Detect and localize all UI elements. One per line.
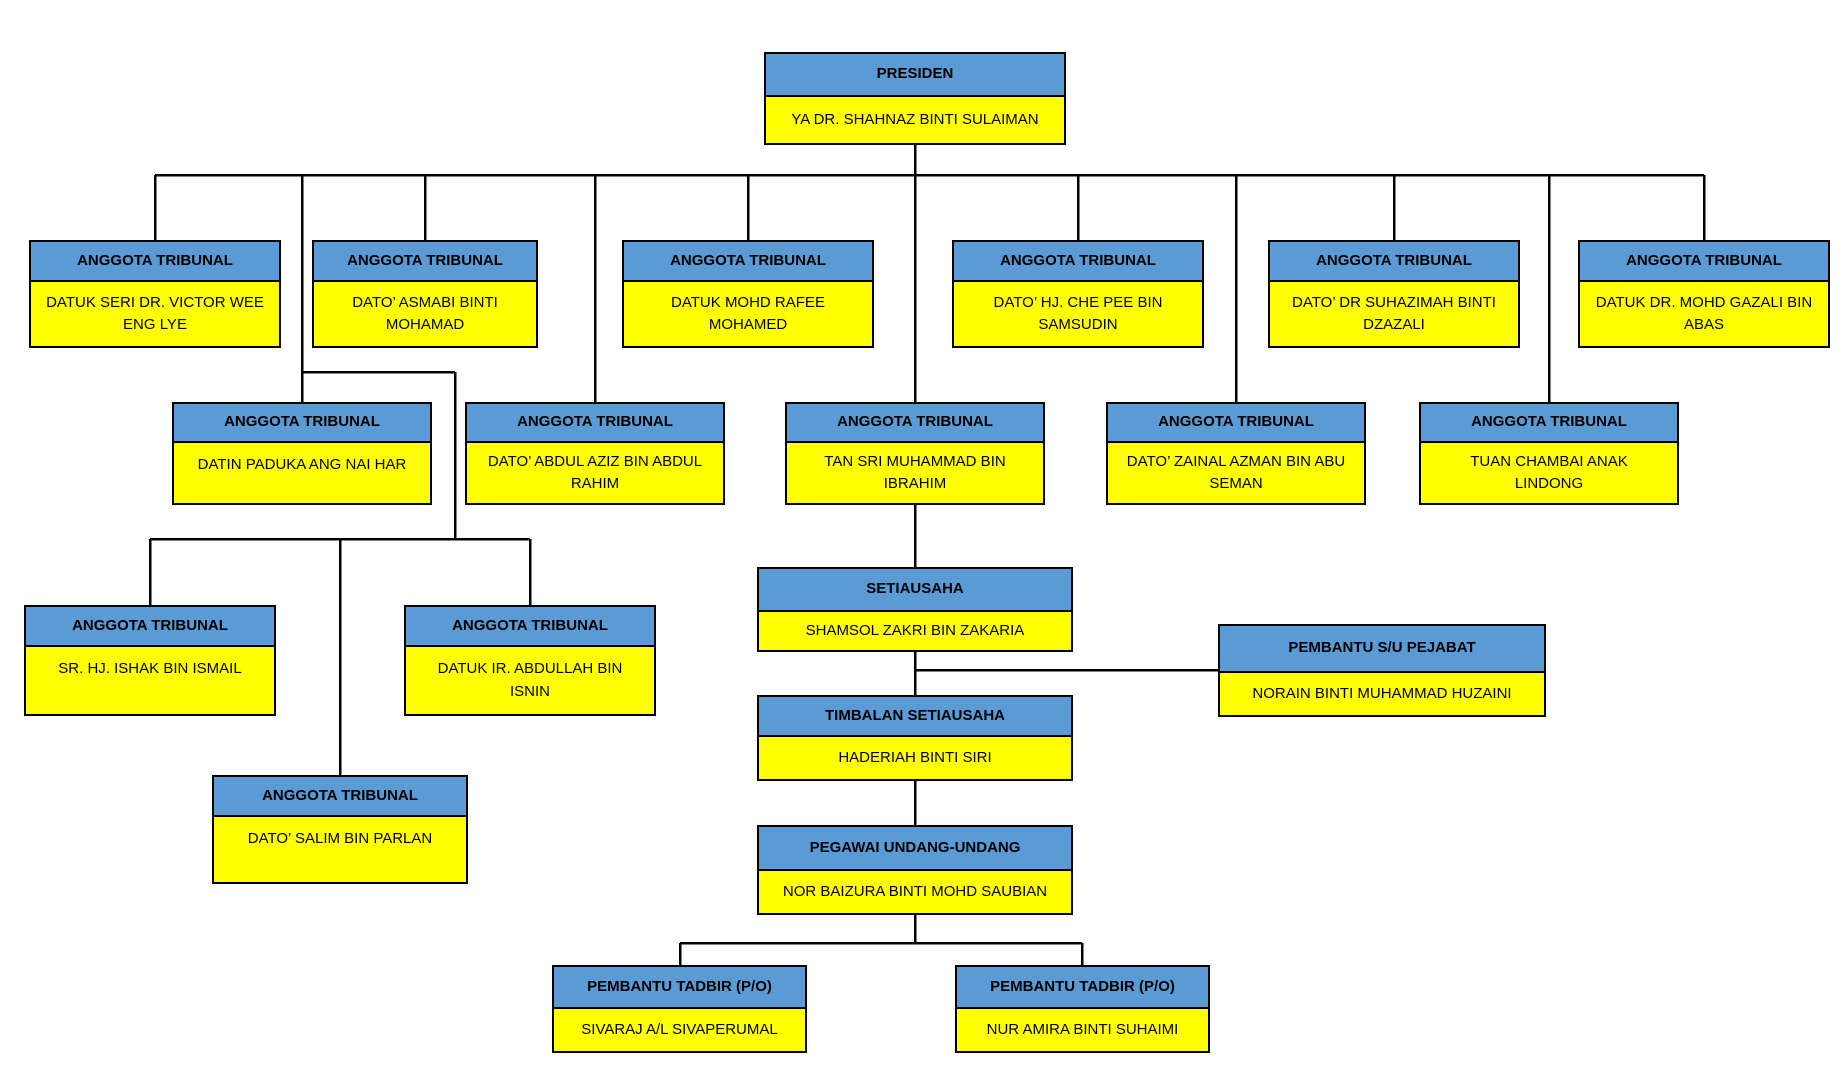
- role-label: ANGGOTA TRIBUNAL: [624, 242, 872, 282]
- person-name: DATUK DR. MOHD GAZALI BIN ABAS: [1580, 282, 1828, 346]
- org-box-anggota-r1-4: ANGGOTA TRIBUNAL DATO’ HJ. CHE PEE BIN S…: [952, 240, 1204, 348]
- org-box-pembantu-tadbir-1: PEMBANTU TADBIR (P/O) SIVARAJ A/L SIVAPE…: [552, 965, 807, 1053]
- org-box-anggota-r3-2: ANGGOTA TRIBUNAL DATUK IR. ABDULLAH BIN …: [404, 605, 656, 716]
- connector-top-bus: [153, 145, 1706, 402]
- person-name: HADERIAH BINTI SIRI: [759, 737, 1071, 779]
- person-name: SR. HJ. ISHAK BIN ISMAIL: [26, 647, 274, 714]
- org-box-pegawai-undang-undang: PEGAWAI UNDANG-UNDANG NOR BAIZURA BINTI …: [757, 825, 1073, 915]
- person-name: SIVARAJ A/L SIVAPERUMAL: [554, 1009, 805, 1051]
- person-name: TAN SRI MUHAMMAD BIN IBRAHIM: [787, 443, 1043, 503]
- role-label: ANGGOTA TRIBUNAL: [31, 242, 279, 282]
- person-name: NORAIN BINTI MUHAMMAD HUZAINI: [1220, 673, 1544, 715]
- org-box-pembantu-tadbir-2: PEMBANTU TADBIR (P/O) NUR AMIRA BINTI SU…: [955, 965, 1210, 1053]
- person-name: DATO’ HJ. CHE PEE BIN SAMSUDIN: [954, 282, 1202, 346]
- org-box-anggota-r1-6: ANGGOTA TRIBUNAL DATUK DR. MOHD GAZALI B…: [1578, 240, 1830, 348]
- org-box-anggota-r1-1: ANGGOTA TRIBUNAL DATUK SERI DR. VICTOR W…: [29, 240, 281, 348]
- person-name: DATO’ DR SUHAZIMAH BINTI DZAZALI: [1270, 282, 1518, 346]
- org-box-anggota-r4-1: ANGGOTA TRIBUNAL DATO’ SALIM BIN PARLAN: [212, 775, 468, 884]
- role-label: SETIAUSAHA: [759, 569, 1071, 612]
- org-box-anggota-r2-1: ANGGOTA TRIBUNAL DATIN PADUKA ANG NAI HA…: [172, 402, 432, 505]
- role-label: ANGGOTA TRIBUNAL: [787, 404, 1043, 443]
- person-name: DATUK IR. ABDULLAH BIN ISNIN: [406, 647, 654, 714]
- org-box-anggota-r2-4: ANGGOTA TRIBUNAL DATO’ ZAINAL AZMAN BIN …: [1106, 402, 1366, 505]
- person-name: NUR AMIRA BINTI SUHAIMI: [957, 1009, 1208, 1051]
- role-label: ANGGOTA TRIBUNAL: [406, 607, 654, 647]
- org-box-anggota-r2-2: ANGGOTA TRIBUNAL DATO’ ABDUL AZIZ BIN AB…: [465, 402, 725, 505]
- person-name: TUAN CHAMBAI ANAK LINDONG: [1421, 443, 1677, 503]
- person-name: YA DR. SHAHNAZ BINTI SULAIMAN: [766, 97, 1064, 143]
- role-label: ANGGOTA TRIBUNAL: [1421, 404, 1677, 443]
- role-label: ANGGOTA TRIBUNAL: [174, 404, 430, 443]
- org-box-anggota-r1-2: ANGGOTA TRIBUNAL DATO’ ASMABI BINTI MOHA…: [312, 240, 538, 348]
- role-label: ANGGOTA TRIBUNAL: [1108, 404, 1364, 443]
- role-label: PEMBANTU TADBIR (P/O): [957, 967, 1208, 1009]
- person-name: DATUK MOHD RAFEE MOHAMED: [624, 282, 872, 346]
- role-label: TIMBALAN SETIAUSAHA: [759, 697, 1071, 737]
- org-box-timbalan-setiausaha: TIMBALAN SETIAUSAHA HADERIAH BINTI SIRI: [757, 695, 1073, 781]
- org-box-anggota-r3-1: ANGGOTA TRIBUNAL SR. HJ. ISHAK BIN ISMAI…: [24, 605, 276, 716]
- role-label: ANGGOTA TRIBUNAL: [314, 242, 536, 282]
- org-box-anggota-r1-5: ANGGOTA TRIBUNAL DATO’ DR SUHAZIMAH BINT…: [1268, 240, 1520, 348]
- person-name: DATIN PADUKA ANG NAI HAR: [174, 443, 430, 503]
- person-name: DATO’ ASMABI BINTI MOHAMAD: [314, 282, 536, 346]
- role-label: PEGAWAI UNDANG-UNDANG: [759, 827, 1071, 871]
- org-box-anggota-r1-3: ANGGOTA TRIBUNAL DATUK MOHD RAFEE MOHAME…: [622, 240, 874, 348]
- org-box-anggota-r2-3: ANGGOTA TRIBUNAL TAN SRI MUHAMMAD BIN IB…: [785, 402, 1045, 505]
- connector-center-column: [678, 505, 1218, 965]
- role-label: ANGGOTA TRIBUNAL: [467, 404, 723, 443]
- role-label: ANGGOTA TRIBUNAL: [1270, 242, 1518, 282]
- role-label: ANGGOTA TRIBUNAL: [1580, 242, 1828, 282]
- role-label: ANGGOTA TRIBUNAL: [26, 607, 274, 647]
- org-box-pembantu-su-pejabat: PEMBANTU S/U PEJABAT NORAIN BINTI MUHAMM…: [1218, 624, 1546, 717]
- org-box-presiden: PRESIDEN YA DR. SHAHNAZ BINTI SULAIMAN: [764, 52, 1066, 145]
- connector-left-subtree: [148, 370, 532, 775]
- person-name: NOR BAIZURA BINTI MOHD SAUBIAN: [759, 871, 1071, 913]
- role-label: PRESIDEN: [766, 54, 1064, 97]
- person-name: DATUK SERI DR. VICTOR WEE ENG LYE: [31, 282, 279, 346]
- org-box-setiausaha: SETIAUSAHA SHAMSOL ZAKRI BIN ZAKARIA: [757, 567, 1073, 652]
- role-label: ANGGOTA TRIBUNAL: [954, 242, 1202, 282]
- role-label: ANGGOTA TRIBUNAL: [214, 777, 466, 817]
- person-name: DATO’ ABDUL AZIZ BIN ABDUL RAHIM: [467, 443, 723, 503]
- role-label: PEMBANTU S/U PEJABAT: [1220, 626, 1544, 673]
- person-name: DATO’ SALIM BIN PARLAN: [214, 817, 466, 882]
- role-label: PEMBANTU TADBIR (P/O): [554, 967, 805, 1009]
- person-name: DATO’ ZAINAL AZMAN BIN ABU SEMAN: [1108, 443, 1364, 503]
- person-name: SHAMSOL ZAKRI BIN ZAKARIA: [759, 612, 1071, 650]
- org-box-anggota-r2-5: ANGGOTA TRIBUNAL TUAN CHAMBAI ANAK LINDO…: [1419, 402, 1679, 505]
